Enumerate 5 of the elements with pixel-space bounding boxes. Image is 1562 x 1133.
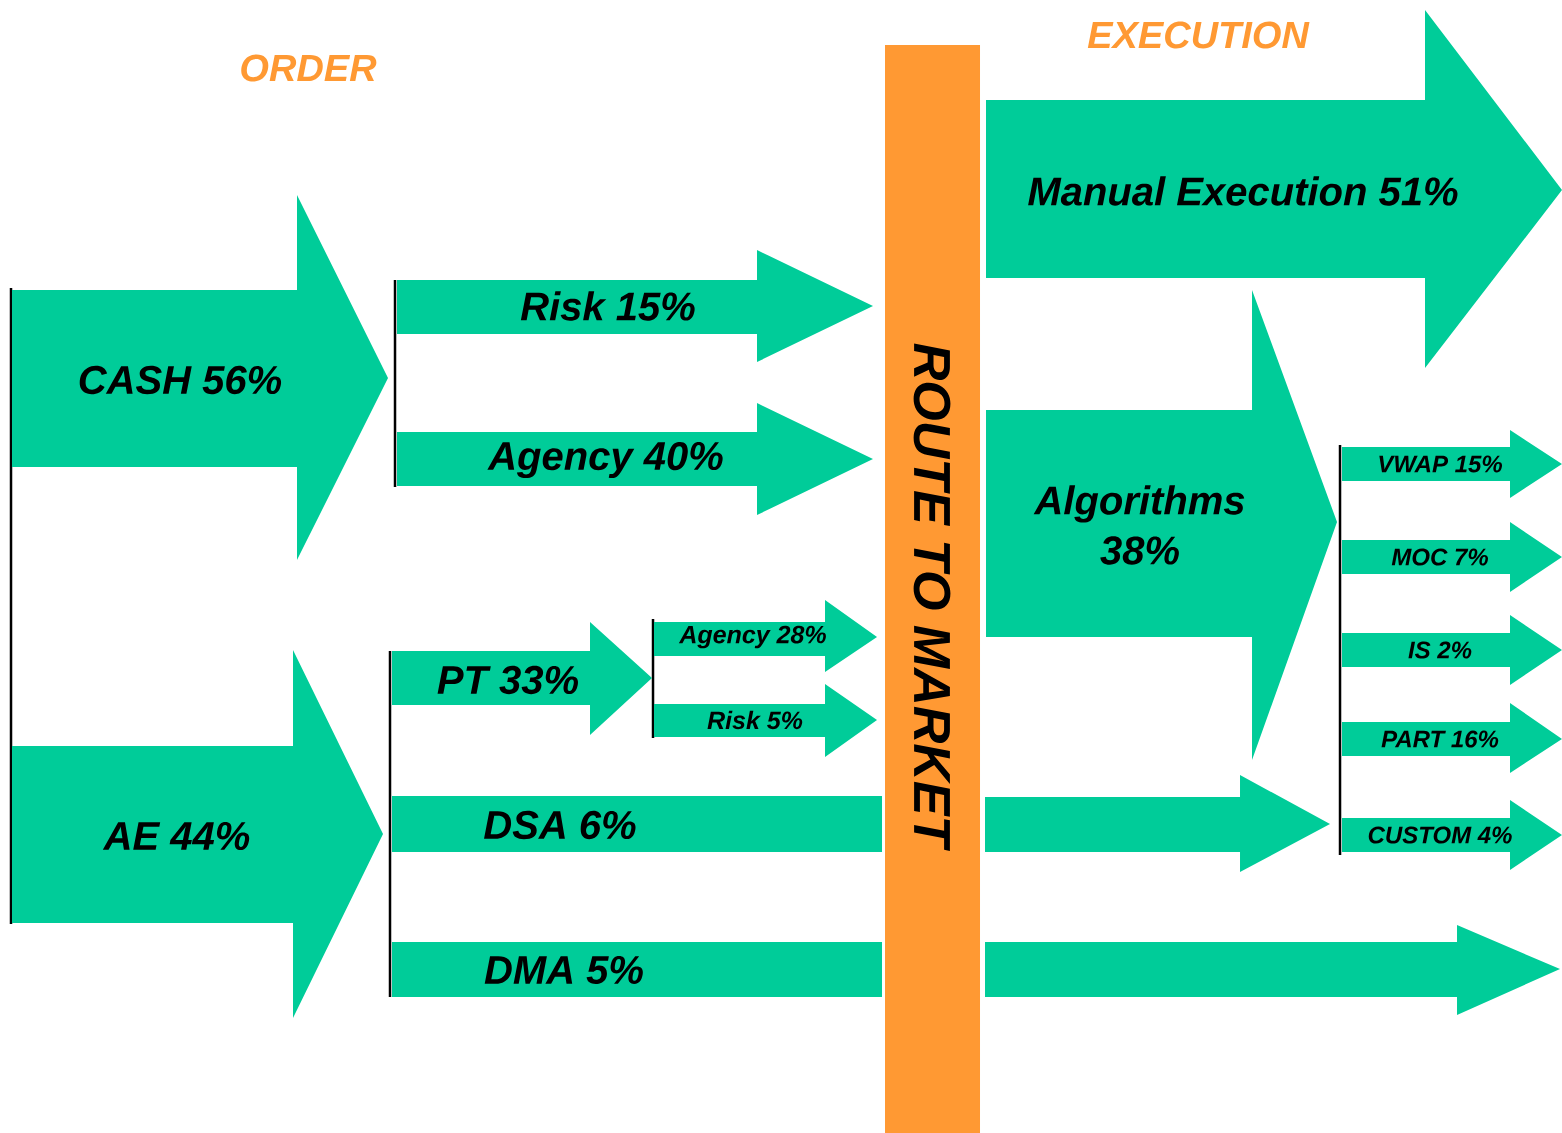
route-band: ROUTE TO MARKET [885,45,980,1133]
arrow-shape [985,775,1330,872]
column-heading: EXECUTION [1087,21,1310,49]
column-heading: ORDER [241,54,377,82]
arrow-shape [985,925,1560,1015]
